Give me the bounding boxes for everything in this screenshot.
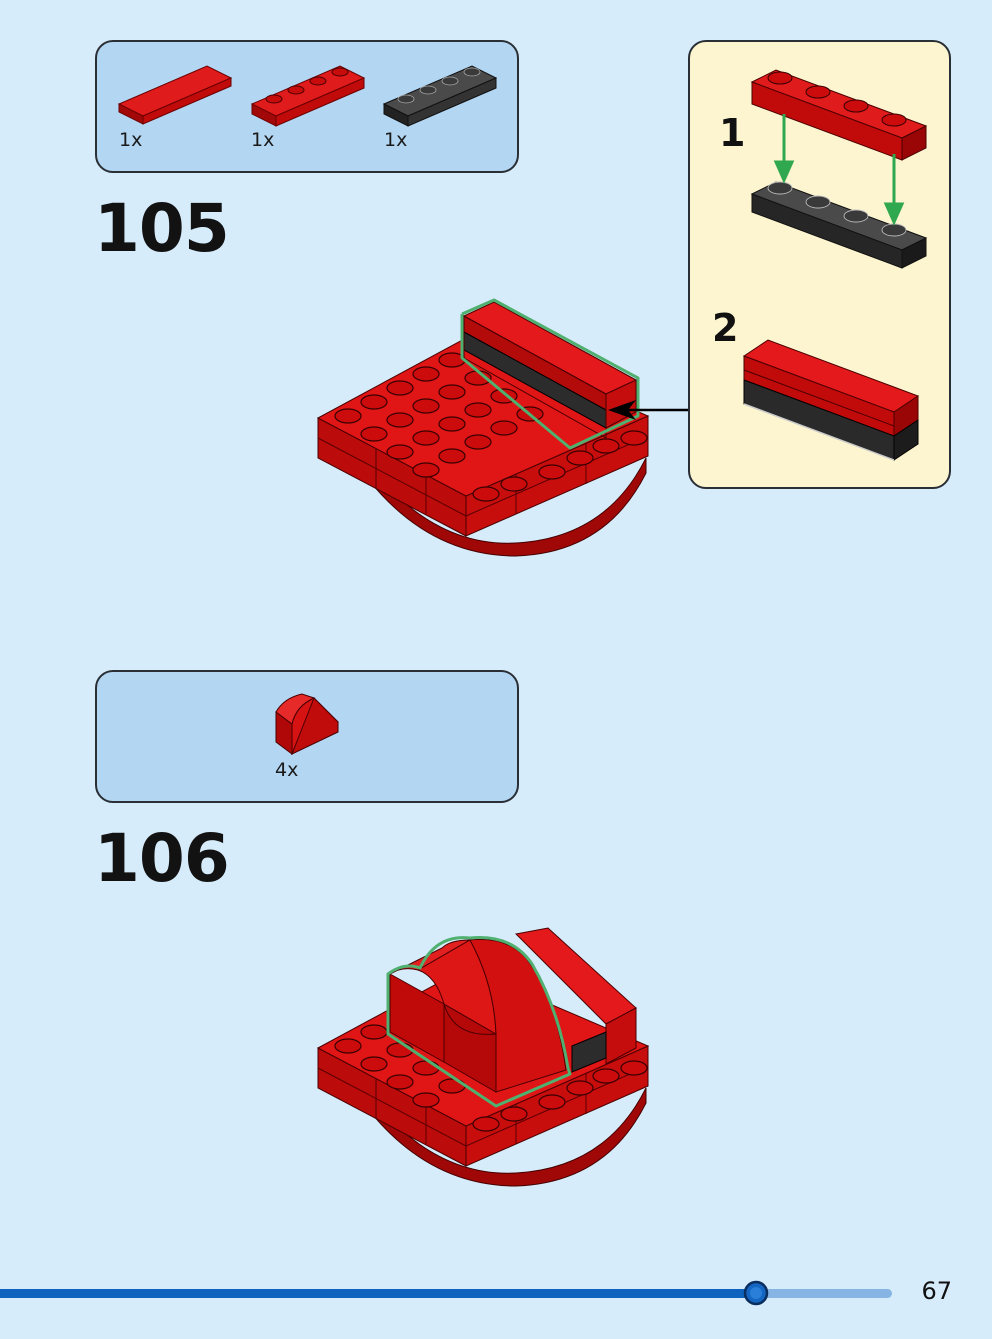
step-number-105: 105 [94, 190, 230, 267]
red-1x4-tile-icon [117, 65, 233, 125]
substep-number-2: 2 [712, 306, 739, 350]
substep-1-illustration [750, 69, 928, 269]
page-number: 67 [921, 1277, 952, 1305]
model-build-105-illustration [316, 298, 650, 557]
step-number-106: 106 [94, 820, 230, 897]
black-1x4-plate-icon [382, 65, 498, 127]
part-qty: 4x [275, 759, 299, 781]
substep-2-illustration [742, 339, 920, 461]
part-qty: 1x [251, 129, 275, 151]
progress-knob-icon [743, 1280, 769, 1306]
progress-fill [0, 1289, 757, 1298]
red-1x4-plate-icon [250, 65, 366, 127]
substep-number-1: 1 [719, 111, 746, 155]
red-curved-slope-icon [275, 693, 339, 756]
part-qty: 1x [119, 129, 143, 151]
callout-arrow [608, 400, 690, 420]
model-build-106-illustration [316, 927, 650, 1187]
part-qty: 1x [384, 129, 408, 151]
progress-track [0, 1289, 892, 1298]
